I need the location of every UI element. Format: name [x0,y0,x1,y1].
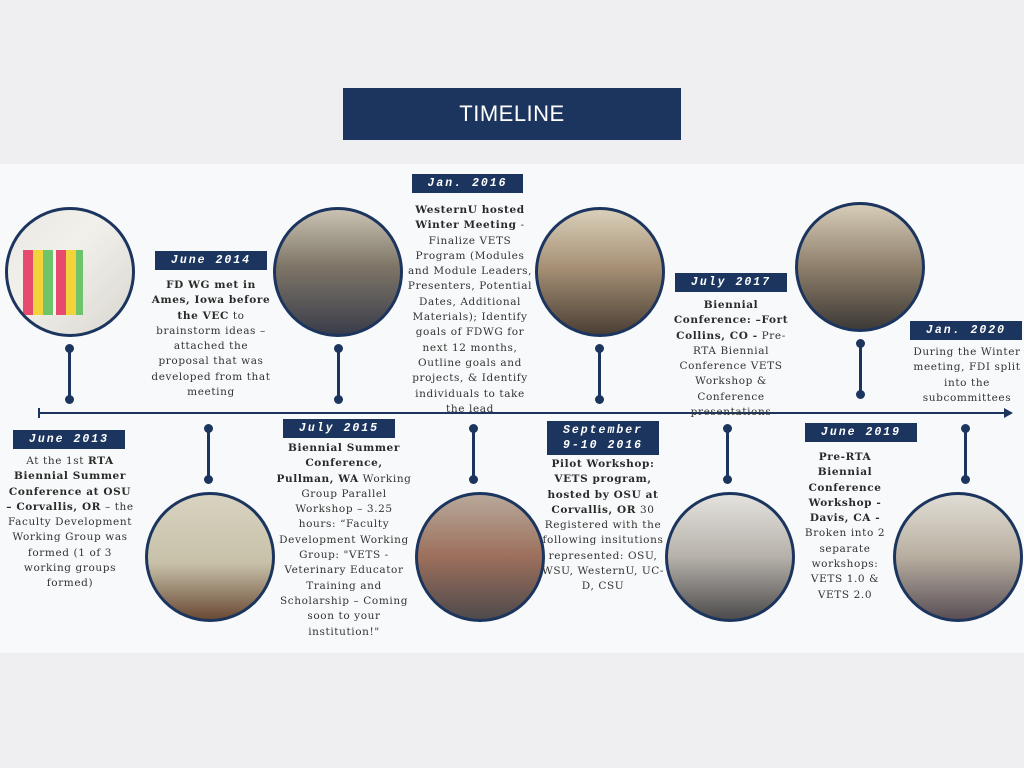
timeline-start [38,408,40,418]
date-label: Jan. 2016 [412,174,523,193]
desc-text: During the Winter meeting, FDI split int… [913,346,1021,404]
page-title: TIMELINE [343,88,681,140]
photo-pilot-workshop [665,492,795,622]
photo-whiteboard-notes [5,207,135,337]
desc-text: Broken into 2 separate workshops: VETS 1… [804,527,886,601]
event-description: FD WG met in Ames, Iowa before the VEC t… [148,278,274,400]
connector [856,339,865,399]
connector [334,344,343,404]
event-description: During the Winter meeting, FDI split int… [910,345,1024,406]
desc-bold: FD WG met in Ames, Iowa before the VEC [151,279,271,322]
event-description: At the 1st RTA Biennial Summer Conferenc… [5,454,135,592]
photo-winter-meeting [535,207,665,337]
date-label: Jan. 2020 [910,321,1022,340]
event-description: Pre-RTA Biennial Conference Workshop - D… [800,450,890,603]
desc-text: - Finalize VETS Program (Modules and Mod… [407,219,533,415]
timeline-axis [40,412,1006,414]
desc-text: Pre-RTA Biennial Conference VETS Worksho… [679,329,786,419]
connector [961,424,970,484]
desc-bold: RTA Biennial Summer Conference at OSU – … [6,455,132,513]
desc-bold: Pre-RTA Biennial Conference Workshop - D… [808,451,882,525]
event-description: Biennial Summer Conference, Pullman, WA … [276,441,412,640]
desc-text: 30 Registered with the following insitut… [541,503,665,593]
date-label: June 2013 [13,430,125,449]
photo-group-2013 [145,492,275,622]
photo-meeting-room [273,207,403,337]
desc-bold: Biennial Summer Conference, Pullman, WA [276,442,400,485]
connector [65,344,74,404]
photo-workshop-2019 [893,492,1023,622]
event-description: Biennial Conference: –Fort Collins, CO -… [668,298,794,420]
event-description: Pilot Workshop: VETS program, hosted by … [539,457,667,595]
desc-bold: Pilot Workshop: VETS program, hosted by … [547,458,659,516]
date-label: July 2015 [283,419,395,438]
desc-text: to brainstorm ideas – attached the propo… [151,309,271,399]
photo-presentation [795,202,925,332]
connector [723,424,732,484]
desc-text: – the Faculty Development Working Group … [7,500,134,590]
arrow-right-icon [1004,408,1013,418]
date-label: July 2017 [675,273,787,292]
event-description: WesternU hosted Winter Meeting - Finaliz… [406,203,534,417]
date-label: June 2014 [155,251,267,270]
desc-bold: Biennial Conference: –Fort Collins, CO - [673,299,789,342]
date-label: June 2019 [805,423,917,442]
connector [469,424,478,484]
connector [595,344,604,404]
connector [204,424,213,484]
desc-bold: WesternU hosted Winter Meeting [415,204,525,232]
photo-group-2015 [415,492,545,622]
desc-text: Working Group Parallel Workshop – 3.25 h… [279,472,412,638]
date-label: September 9-10 2016 [547,421,659,455]
desc-text: At the 1st [26,455,88,467]
